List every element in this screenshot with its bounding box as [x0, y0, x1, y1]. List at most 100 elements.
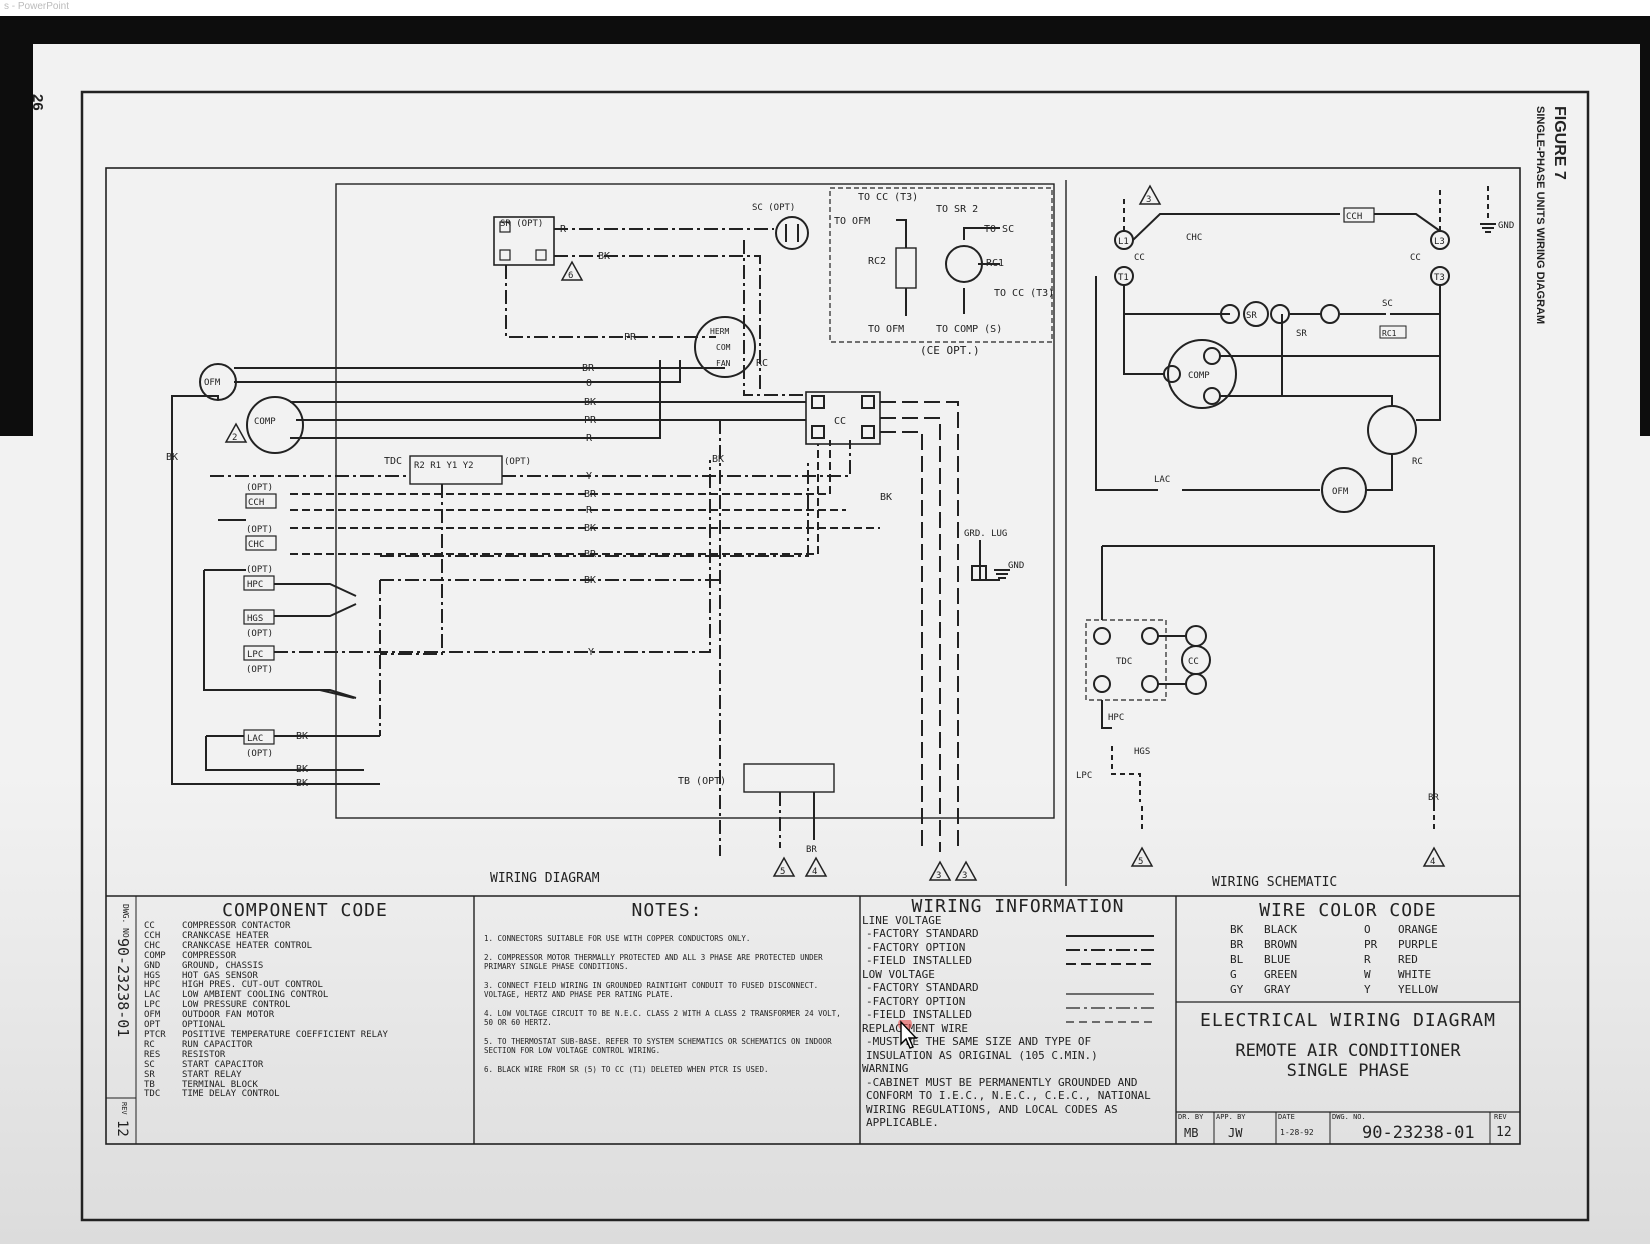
- component-code-row: CCH CRANKCASE HEATER: [144, 930, 388, 942]
- svg-text:BR: BR: [582, 363, 595, 374]
- component-description: GROUND, CHASSIS: [182, 960, 264, 971]
- svg-text:OFM: OFM: [1332, 487, 1349, 497]
- component-description: OPTIONAL: [182, 1020, 226, 1031]
- component-code: HGS: [144, 970, 161, 981]
- svg-text:TO OFM: TO OFM: [834, 216, 870, 227]
- wire-color-name: BLUE: [1264, 953, 1291, 966]
- svg-text:6: 6: [568, 271, 573, 281]
- wiring-information-title: WIRING INFORMATION: [911, 896, 1125, 917]
- component-code: RC: [144, 1039, 155, 1050]
- component-description: LOW AMBIENT COOLING CONTROL: [182, 990, 329, 1001]
- svg-text:5: 5: [780, 867, 785, 877]
- svg-text:(OPT): (OPT): [246, 525, 273, 535]
- drawing-border: [105, 167, 1521, 1145]
- wire-color-name: BLACK: [1264, 923, 1298, 936]
- svg-text:LAC: LAC: [247, 734, 263, 744]
- svg-text:L1: L1: [1118, 237, 1129, 247]
- component-code: SC: [144, 1059, 155, 1070]
- component-code-row: LPC LOW PRESSURE CONTROL: [144, 1000, 388, 1011]
- svg-text:TO COMP (S): TO COMP (S): [936, 324, 1002, 335]
- wire-color-code: PR: [1364, 938, 1378, 951]
- svg-text:HGS: HGS: [1134, 747, 1150, 757]
- svg-text:PR: PR: [584, 415, 597, 426]
- wire-color-name: GREEN: [1264, 968, 1298, 981]
- wire-color-code-title: WIRE COLOR CODE: [1259, 900, 1437, 921]
- dwg-no-vertical-text: 90-23238-01: [114, 938, 132, 1038]
- app-title: s - PowerPoint: [4, 1, 70, 12]
- notes-panel: NOTES: 1. CONNECTORS SUITABLE FOR USE WI…: [476, 898, 858, 1144]
- svg-text:(OPT): (OPT): [246, 749, 273, 759]
- component-code-title: COMPONENT CODE: [222, 900, 388, 921]
- svg-text:(OPT): (OPT): [504, 457, 531, 467]
- svg-text:T3: T3: [1434, 273, 1445, 283]
- svg-text:3: 3: [1146, 195, 1151, 205]
- wire-color-name: BROWN: [1264, 938, 1298, 951]
- svg-text:FAN: FAN: [716, 359, 731, 368]
- svg-text:RC: RC: [1412, 457, 1423, 467]
- wiring-schematic-caption: WIRING SCHEMATIC: [1212, 875, 1337, 890]
- svg-text:CC: CC: [1134, 253, 1145, 263]
- svg-text:T1: T1: [1118, 273, 1129, 283]
- wiring-diagram-caption: WIRING DIAGRAM: [490, 871, 600, 886]
- component-code: OPT: [144, 1020, 161, 1031]
- component-code: LPC: [144, 1000, 161, 1011]
- svg-text:CHC: CHC: [248, 540, 264, 550]
- svg-text:BK: BK: [166, 452, 178, 463]
- component-code: PTCR: [144, 1029, 166, 1040]
- svg-text:OFM: OFM: [204, 378, 221, 388]
- component-description: LOW PRESSURE CONTROL: [182, 1000, 291, 1011]
- svg-text:TO CC (T3): TO CC (T3): [858, 192, 918, 203]
- svg-text:BK: BK: [584, 523, 596, 534]
- component-code: CC: [144, 921, 155, 931]
- component-code: SR: [144, 1069, 155, 1080]
- component-description: START RELAY: [182, 1069, 242, 1080]
- svg-text:BK: BK: [296, 731, 308, 742]
- component-code: TB: [144, 1079, 155, 1090]
- svg-text:LPC: LPC: [247, 650, 263, 660]
- svg-text:O: O: [586, 378, 592, 389]
- rev-vertical: 12 REV: [114, 1102, 130, 1137]
- svg-text:(OPT): (OPT): [246, 483, 273, 493]
- svg-text:TDC: TDC: [384, 456, 402, 467]
- svg-text:SC (OPT): SC (OPT): [752, 203, 795, 213]
- svg-text:2: 2: [232, 433, 237, 443]
- svg-text:HGS: HGS: [247, 614, 263, 624]
- svg-text:TO CC (T3): TO CC (T3): [994, 288, 1054, 299]
- component-code: RES: [144, 1049, 161, 1060]
- wire-color-code: BK: [1230, 923, 1244, 936]
- svg-text:(CE OPT.): (CE OPT.): [920, 344, 980, 357]
- wire-color-code: G: [1230, 968, 1237, 981]
- svg-text:RC1: RC1: [1382, 329, 1397, 338]
- notes-list: 1. CONNECTORS SUITABLE FOR USE WITH COPP…: [484, 934, 854, 1084]
- svg-text:COMP: COMP: [1188, 371, 1210, 381]
- svg-text:4: 4: [812, 867, 817, 877]
- component-code-row: OPT OPTIONAL: [144, 1020, 388, 1031]
- component-description: CRANKCASE HEATER: [182, 930, 269, 941]
- wire-color-code: GY: [1230, 983, 1244, 996]
- svg-text:SR: SR: [1246, 311, 1257, 321]
- component-description: COMPRESSOR: [182, 950, 237, 961]
- component-description: HOT GAS SENSOR: [182, 970, 258, 981]
- title-block-footer: DR. BY MB APP. BY JW DATE 1-28-92 DWG. N…: [1178, 1113, 1512, 1143]
- slide-top-border: [0, 16, 1650, 44]
- component-code-row: SR START RELAY: [144, 1069, 388, 1081]
- svg-text:BR: BR: [1428, 793, 1439, 803]
- svg-text:CC: CC: [834, 416, 846, 427]
- svg-text:CC: CC: [1188, 657, 1199, 667]
- component-description: HIGH PRES. CUT-OUT CONTROL: [182, 980, 323, 991]
- component-description: START CAPACITOR: [182, 1059, 264, 1070]
- svg-text:RC: RC: [756, 358, 768, 369]
- component-description: TIME DELAY CONTROL: [182, 1089, 280, 1100]
- wire-color-code: BR: [1230, 938, 1244, 951]
- note-item: 2. COMPRESSOR MOTOR THERMALLY PROTECTED …: [484, 953, 823, 971]
- component-code: CCH: [144, 930, 161, 941]
- svg-text:BK: BK: [712, 454, 724, 465]
- wire-color-code: BL: [1230, 953, 1244, 966]
